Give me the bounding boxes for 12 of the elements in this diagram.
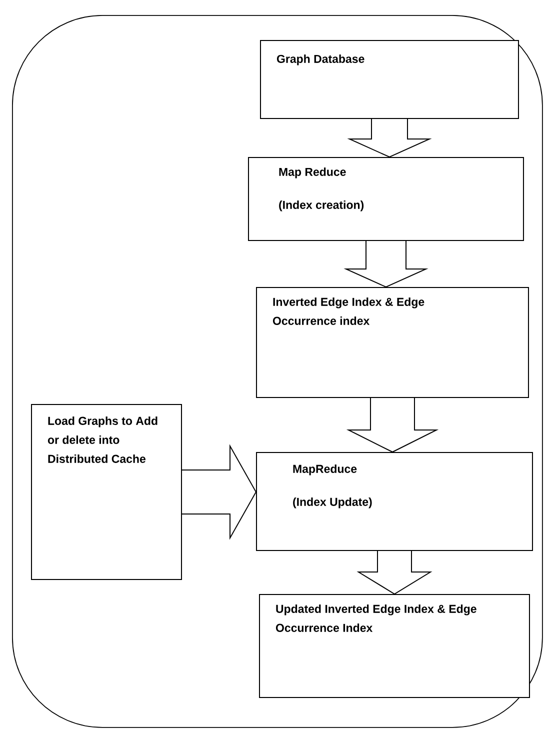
process-box: MapReduce (Index Update) (256, 452, 533, 551)
process-box: Updated Inverted Edge Index & Edge Occurrence Index (259, 594, 530, 698)
process-box: Inverted Edge Index & Edge Occurrence index (256, 287, 529, 398)
process-box: Map Reduce (Index creation) (248, 157, 524, 241)
block-arrow (347, 118, 432, 158)
process-box: Graph Database (260, 40, 519, 119)
block-arrow (346, 398, 439, 453)
block-arrow (182, 444, 257, 540)
block-arrow (344, 240, 428, 288)
container-box (12, 15, 543, 728)
block-arrow (356, 550, 432, 595)
process-box: Load Graphs to Add or delete into Distributed Cache (31, 404, 182, 580)
